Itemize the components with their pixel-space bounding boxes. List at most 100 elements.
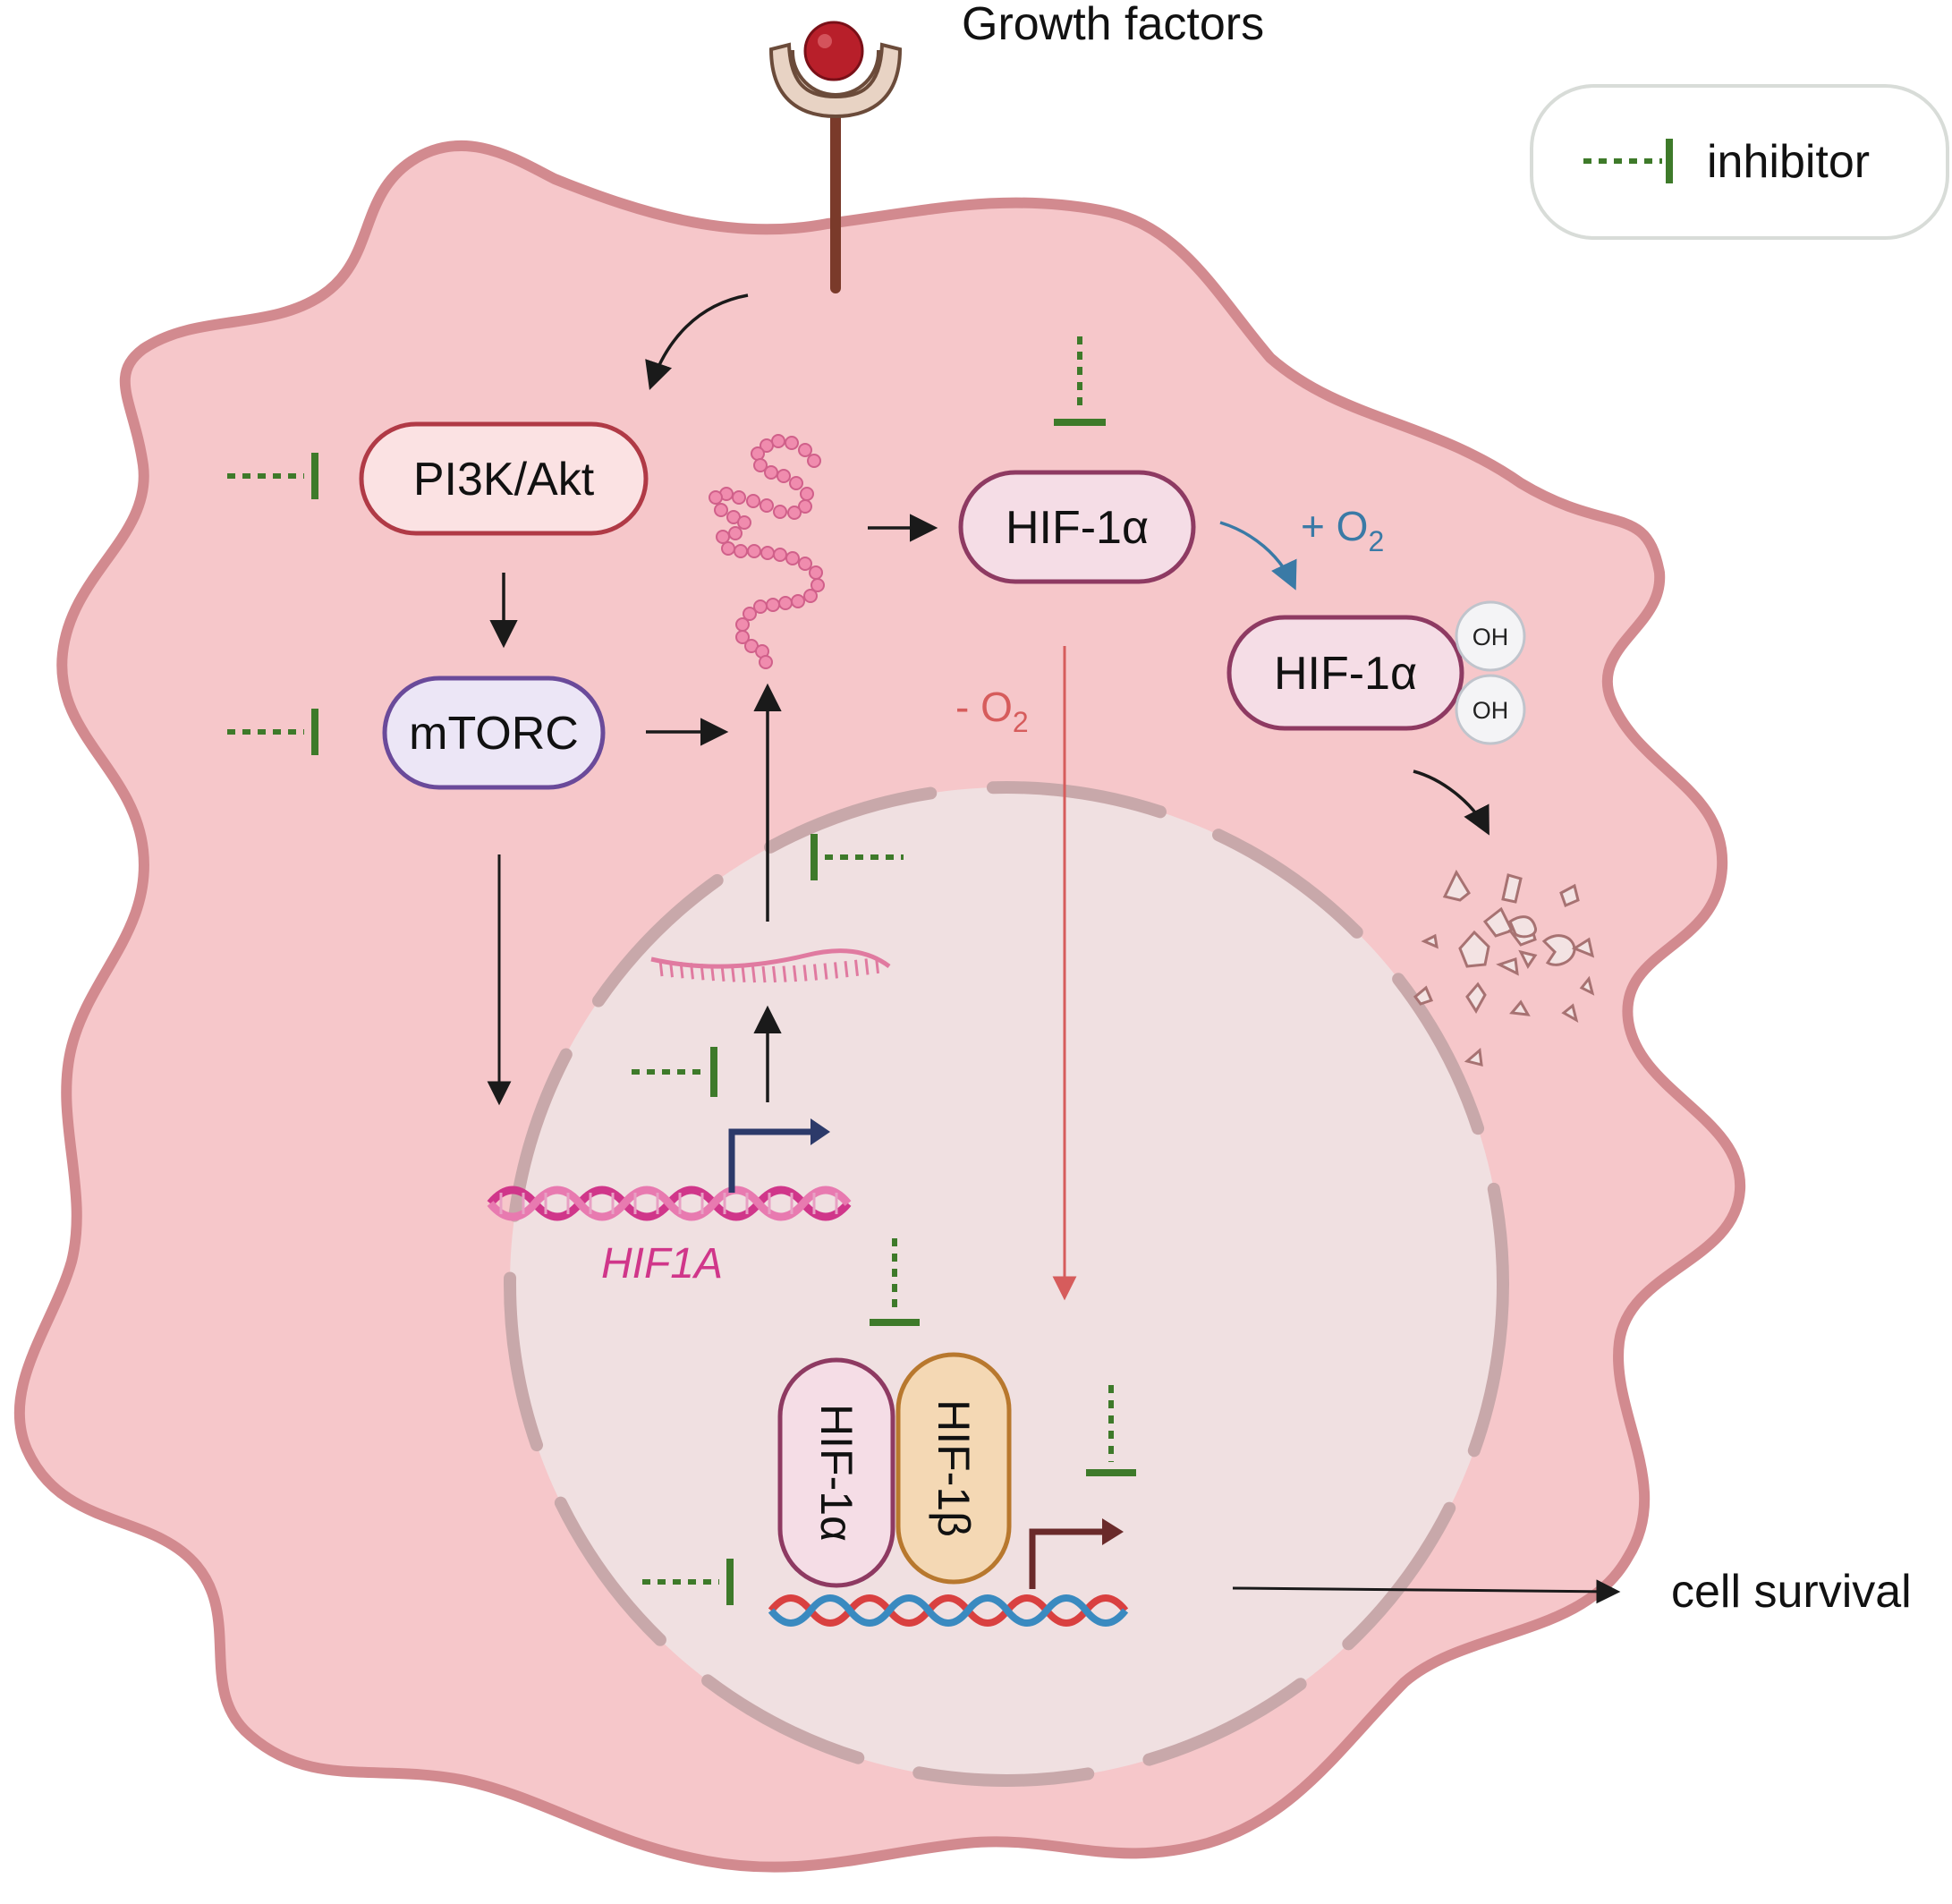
inhibitor-translation bbox=[811, 834, 904, 880]
protein-bead bbox=[735, 630, 750, 644]
mrna-base bbox=[834, 962, 838, 979]
protein-bead bbox=[777, 469, 791, 483]
protein-bead bbox=[753, 458, 768, 472]
target-promoter-arrow-icon bbox=[1029, 1528, 1108, 1589]
mrna-base bbox=[679, 962, 684, 979]
mrna-base bbox=[731, 965, 735, 982]
mrna-base bbox=[658, 959, 664, 977]
protein-bead bbox=[785, 551, 800, 565]
protein-bead bbox=[785, 436, 799, 450]
protein-bead bbox=[732, 490, 746, 505]
mrna-base bbox=[864, 958, 870, 975]
oxygen-plus-label: + O2 bbox=[1301, 503, 1384, 557]
hif1b-nuclear-label: HIF-1β bbox=[929, 1399, 979, 1537]
protein-bead bbox=[771, 434, 785, 448]
oxygen-minus-label: - O2 bbox=[955, 684, 1029, 738]
pi3k-akt-label: PI3K/Akt bbox=[413, 454, 595, 506]
mrna-base bbox=[761, 965, 767, 983]
inhibitor-dna-binding bbox=[642, 1559, 734, 1605]
oh-group-2-label: OH bbox=[1472, 697, 1509, 724]
legend: inhibitor bbox=[1530, 84, 1949, 240]
mrna-base bbox=[741, 965, 746, 982]
hif1a-hydroxylated-node: HIF-1α OH OH bbox=[1226, 600, 1526, 745]
mrna-icon bbox=[650, 948, 891, 983]
hif1b-nuclear-node: HIF-1β bbox=[895, 1352, 1012, 1585]
protein-bead bbox=[734, 544, 748, 558]
inhibitor-target-transcription bbox=[1086, 1385, 1136, 1476]
growth-factors-label: Growth factors bbox=[962, 0, 1264, 50]
arrow-receptor-to-pi3k bbox=[645, 293, 749, 390]
protein-bead bbox=[787, 506, 802, 520]
mrna-base bbox=[793, 965, 797, 982]
cell-survival-label: cell survival bbox=[1671, 1566, 1912, 1618]
protein-bead bbox=[773, 505, 787, 519]
mrna-base bbox=[802, 965, 808, 982]
inhibitor-symbol-icon bbox=[227, 336, 1136, 1605]
hif1a-hydroxylated-label: HIF-1α bbox=[1274, 648, 1417, 700]
inhibitor-dimerization bbox=[870, 1238, 920, 1326]
growth-factor-receptor-icon bbox=[768, 21, 903, 293]
protein-bead bbox=[746, 494, 760, 508]
protein-bead bbox=[753, 599, 768, 614]
protein-bead bbox=[760, 546, 775, 560]
protein-bead bbox=[709, 490, 723, 505]
mrna-base bbox=[782, 965, 787, 982]
protein-bead bbox=[759, 655, 773, 669]
protein-bead bbox=[778, 596, 793, 610]
growth-factor-ligand bbox=[803, 21, 864, 81]
protein-bead bbox=[798, 557, 812, 571]
hif1a-gene-label: HIF1A bbox=[601, 1240, 723, 1288]
protein-bead bbox=[807, 454, 821, 468]
mrna-base bbox=[875, 956, 879, 974]
hif1a-promoter-arrow-icon bbox=[728, 1128, 816, 1193]
hif1a-nuclear-node: HIF-1α bbox=[777, 1357, 895, 1588]
protein-bead bbox=[809, 565, 823, 580]
nucleus bbox=[510, 787, 1503, 1781]
oh-group-1 bbox=[1455, 600, 1526, 672]
protein-bead bbox=[798, 499, 812, 514]
inhibitor-mtorc bbox=[227, 709, 318, 755]
protein-bead bbox=[721, 541, 735, 556]
protein-bead bbox=[743, 607, 757, 621]
inhibitor-hif1a-top bbox=[1054, 336, 1106, 426]
protein-bead bbox=[714, 503, 728, 517]
pi3k-akt-node: PI3K/Akt bbox=[359, 421, 649, 536]
mrna-base bbox=[823, 963, 828, 980]
mrna-base bbox=[690, 963, 694, 980]
mrna-base bbox=[854, 959, 859, 977]
arrow-to-cell-survival bbox=[1232, 1579, 1621, 1604]
inhibitor-pi3k bbox=[227, 453, 318, 499]
mrna-base bbox=[669, 961, 674, 978]
mtorc-node: mTORC bbox=[382, 676, 606, 790]
protein-bead bbox=[747, 544, 761, 558]
protein-bead bbox=[716, 530, 730, 544]
protein-bead bbox=[760, 498, 774, 513]
protein-bead bbox=[798, 443, 812, 457]
degradation-fragments-icon bbox=[1413, 869, 1595, 1067]
protein-bead bbox=[789, 476, 803, 490]
protein-bead bbox=[800, 487, 814, 501]
hif1a-gene-dna-icon bbox=[487, 1118, 852, 1221]
mrna-base bbox=[720, 965, 726, 982]
oh-group-2 bbox=[1455, 674, 1526, 745]
target-gene-dna-icon bbox=[768, 1518, 1129, 1627]
protein-bead bbox=[728, 526, 743, 540]
protein-bead bbox=[773, 548, 787, 562]
protein-bead bbox=[735, 617, 750, 632]
protein-bead bbox=[760, 438, 774, 453]
protein-bead bbox=[751, 446, 765, 461]
inhibitor-transcription bbox=[632, 1047, 717, 1097]
protein-bead bbox=[803, 589, 818, 603]
mrna-base bbox=[844, 961, 849, 978]
protein-bead bbox=[737, 515, 751, 530]
protein-bead bbox=[766, 598, 780, 612]
mrna-base bbox=[710, 964, 715, 982]
mrna-base bbox=[751, 965, 756, 983]
hif1a-cytoplasm-label: HIF-1α bbox=[1006, 502, 1149, 554]
protein-bead bbox=[811, 578, 825, 592]
legend-inhibitor-label: inhibitor bbox=[1707, 136, 1870, 188]
arrow-degradation bbox=[1413, 769, 1489, 836]
mtorc-label: mTORC bbox=[409, 708, 579, 760]
protein-chain-icon bbox=[709, 434, 825, 669]
